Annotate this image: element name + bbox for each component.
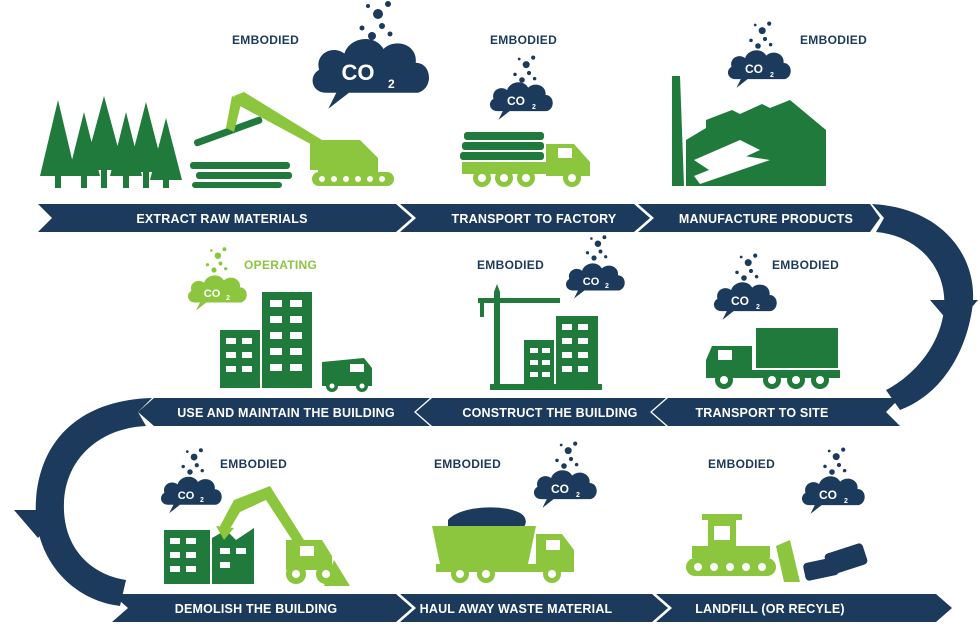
tag-extract: EMBODIED <box>232 33 300 47</box>
stage-label-demolish: DEMOLISH THE BUILDING <box>175 602 338 616</box>
svg-text:CO: CO <box>204 288 221 300</box>
svg-text:CO: CO <box>507 94 525 108</box>
band-construct <box>416 398 666 426</box>
tag-haul: EMBODIED <box>434 457 502 471</box>
stage-label-landfill: LANDFILL (OR RECYLE) <box>695 602 845 616</box>
left-curve-chevron <box>14 510 62 538</box>
co2-cloud-icon: CO 2 <box>160 448 222 514</box>
dump-truck-icon <box>432 507 574 583</box>
right-curve-chevron <box>930 300 978 328</box>
logging-truck-icon <box>460 132 590 187</box>
svg-text:CO: CO <box>731 294 749 308</box>
svg-text:CO: CO <box>551 482 569 496</box>
band-transport-site <box>652 398 900 426</box>
right-curve <box>872 204 974 410</box>
band-manufacture <box>638 204 880 232</box>
use-windows <box>226 300 365 389</box>
svg-text:2: 2 <box>756 304 760 311</box>
svg-text:2: 2 <box>532 104 536 111</box>
svg-text:2: 2 <box>200 497 204 504</box>
band-haul <box>400 594 668 622</box>
left-curve <box>35 398 152 606</box>
co2-cloud-icon: CO 2 <box>713 253 777 320</box>
construct-windows <box>530 324 588 377</box>
svg-text:CO: CO <box>178 490 195 502</box>
stage-label-use-maintain: USE AND MAINTAIN THE BUILDING <box>177 406 395 420</box>
svg-text:2: 2 <box>605 283 609 290</box>
stage-label-transport-site: TRANSPORT TO SITE <box>695 406 828 420</box>
band-use-maintain <box>138 398 430 426</box>
tag-manufacture: EMBODIED <box>800 33 868 47</box>
svg-text:2: 2 <box>226 295 230 302</box>
excavator-demolition-icon <box>164 486 350 586</box>
trees-and-log-loader-icon <box>40 92 394 188</box>
band-transport-factory <box>400 204 650 232</box>
buildings-and-van-icon <box>220 292 372 392</box>
tag-construct: EMBODIED <box>477 258 545 272</box>
stage-label-extract: EXTRACT RAW MATERIALS <box>136 212 307 226</box>
stage-label-manufacture: MANUFACTURE PRODUCTS <box>679 212 853 226</box>
co2-cloud-icon: CO 2 <box>312 1 429 109</box>
svg-text:CO: CO <box>819 488 837 502</box>
co2-cloud-icon-operating: CO 2 <box>188 247 247 311</box>
tag-transport-factory: EMBODIED <box>490 33 558 47</box>
band-extract <box>38 204 412 232</box>
svg-text:CO: CO <box>583 276 600 288</box>
co2-cloud-icon: CO 2 <box>801 447 865 514</box>
factory-windows <box>694 140 770 184</box>
band-landfill <box>656 594 952 622</box>
tag-demolish: EMBODIED <box>220 457 288 471</box>
co2-cloud-icon: CO 2 <box>566 235 625 299</box>
co2-cloud-icon: CO 2 <box>489 55 553 120</box>
svg-text:2: 2 <box>770 72 774 79</box>
stage-label-transport-factory: TRANSPORT TO FACTORY <box>452 212 617 226</box>
co2-cloud-icon: CO 2 <box>727 21 791 88</box>
band-demolish <box>112 594 412 622</box>
tag-transport-site: EMBODIED <box>772 258 840 272</box>
tower-crane-building-icon <box>478 284 602 390</box>
tag-use-maintain: OPERATING <box>244 258 318 272</box>
factory-icon <box>672 76 826 186</box>
svg-text:CO: CO <box>745 62 763 76</box>
stage-label-construct: CONSTRUCT THE BUILDING <box>462 406 637 420</box>
svg-text:2: 2 <box>844 498 848 505</box>
tag-landfill: EMBODIED <box>708 457 776 471</box>
svg-text:2: 2 <box>388 77 395 91</box>
svg-text:2: 2 <box>576 492 580 499</box>
stage-label-haul: HAUL AWAY WASTE MATERIAL <box>420 602 613 616</box>
bulldozer-icon <box>686 514 868 582</box>
flow-ribbon <box>14 204 978 622</box>
svg-text:CO: CO <box>342 60 375 85</box>
co2-cloud-icon: CO 2 <box>533 441 597 508</box>
